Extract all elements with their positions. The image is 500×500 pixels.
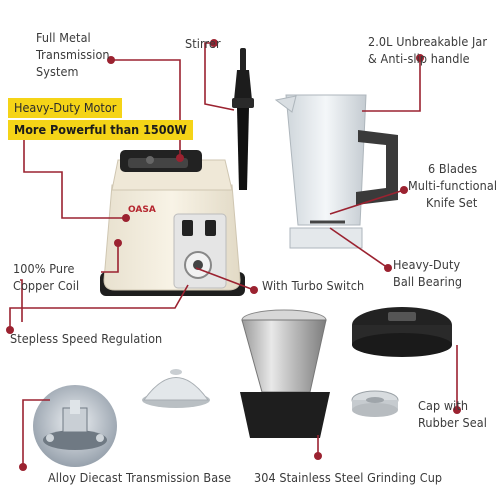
motor-title-highlight: Heavy-Duty Motor xyxy=(8,98,123,118)
label-line: Stepless Speed Regulation xyxy=(10,331,163,346)
motor-power-highlight: More Powerful than 1500W xyxy=(8,120,193,140)
jar-image xyxy=(274,94,398,249)
label-bearing: Heavy-Duty Ball Bearing xyxy=(393,256,462,290)
stirrer-image xyxy=(232,48,254,190)
label-jar: 2.0L Unbreakable Jar & Anti-slip handle xyxy=(368,33,487,67)
label-line: System xyxy=(36,64,79,79)
label-stirrer: Stirrer xyxy=(185,35,221,52)
label-line: Copper Coil xyxy=(13,278,80,293)
label-line: 2.0L Unbreakable Jar xyxy=(368,34,488,49)
label-line: Alloy Diecast Transmission Base xyxy=(48,470,232,485)
label-coil: 100% Pure Copper Coil xyxy=(13,260,79,294)
steel-cup-image xyxy=(240,309,330,438)
label-cap: Cap with Rubber Seal xyxy=(418,397,487,431)
label-line: With Turbo Switch xyxy=(262,278,365,293)
label-line: Multi-functional xyxy=(408,178,498,193)
label-turbo: With Turbo Switch xyxy=(262,277,364,294)
label-line: Heavy-Duty xyxy=(393,257,461,272)
blender-base xyxy=(100,150,245,296)
transmission-base-photo xyxy=(33,385,117,467)
label-transmission: Full Metal Transmission System xyxy=(36,29,110,80)
leader-lines xyxy=(9,42,458,467)
label-line: Full Metal xyxy=(36,30,91,45)
label-cup: 304 Stainless Steel Grinding Cup xyxy=(254,469,442,486)
label-line: Cap with xyxy=(418,398,469,413)
brand-logo: OASA xyxy=(128,205,156,215)
label-line: Rubber Seal xyxy=(418,415,487,430)
label-speed: Stepless Speed Regulation xyxy=(10,330,162,347)
label-line: 100% Pure xyxy=(13,261,75,276)
label-line: Ball Bearing xyxy=(393,274,463,289)
label-line: & Anti-slip handle xyxy=(368,51,470,66)
label-line: Knife Set xyxy=(426,195,478,210)
dome-cap-image xyxy=(142,369,210,408)
label-line: Transmission xyxy=(36,47,110,62)
lid-image xyxy=(351,307,452,417)
label-base: Alloy Diecast Transmission Base xyxy=(48,469,231,486)
label-line: 304 Stainless Steel Grinding Cup xyxy=(254,470,443,485)
leader-dots xyxy=(6,39,461,471)
label-line: Stirrer xyxy=(185,36,221,51)
label-blades: 6 Blades Multi-functional Knife Set xyxy=(408,160,497,211)
label-line: 6 Blades xyxy=(428,161,478,176)
